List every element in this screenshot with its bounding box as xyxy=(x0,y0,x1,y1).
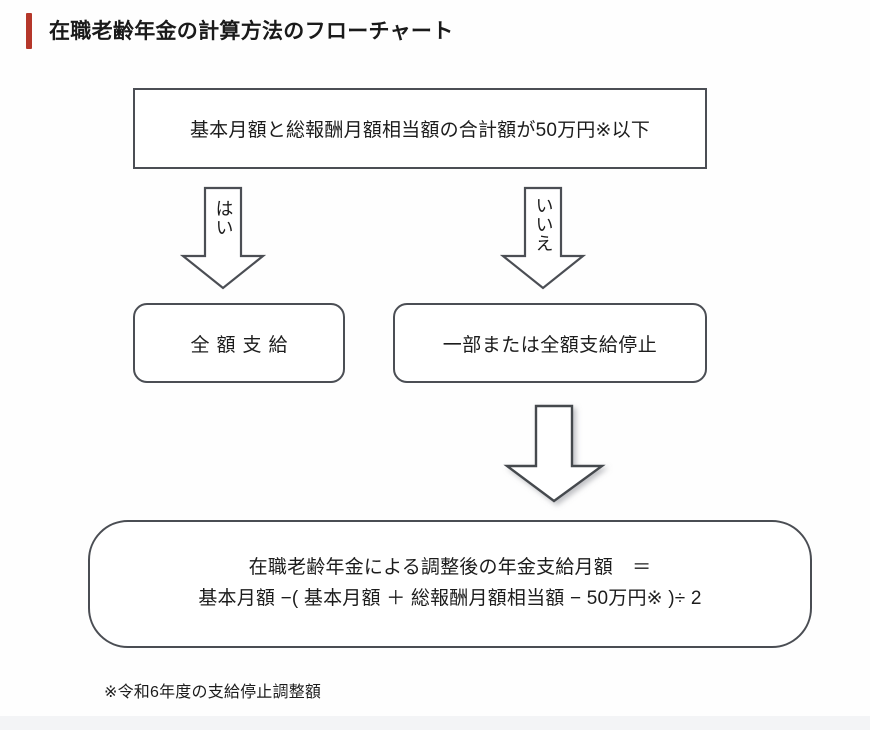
page-title-text: 在職老齢年金の計算方法のフローチャート xyxy=(49,19,454,43)
flow-node-suspended-label: 一部または全額支給停止 xyxy=(442,334,658,356)
title-accent-bar xyxy=(26,13,32,49)
bottom-band xyxy=(0,716,870,730)
flow-node-full-payment-label: 全額支給 xyxy=(190,334,295,356)
flow-node-suspended: 一部または全額支給停止 xyxy=(393,303,707,383)
flow-arrow-no-label: いいえ xyxy=(533,196,554,253)
flow-result-line-2: 基本月額 −( 基本月額 ＋ 総報酬月額相当額 − 50万円※ )÷ 2 xyxy=(198,588,702,609)
flow-node-decision-label: 基本月額と総報酬月額相当額の合計額が50万円※以下 xyxy=(189,120,651,141)
flow-arrow-no: いいえ xyxy=(499,186,587,290)
flow-arrow-yes: はい xyxy=(179,186,267,290)
flow-node-result: 在職老齢年金による調整後の年金支給月額 ＝ 基本月額 −( 基本月額 ＋ 総報酬… xyxy=(88,520,812,648)
page-title: 在職老齢年金の計算方法のフローチャート xyxy=(26,12,454,50)
flow-arrow-yes-label: はい xyxy=(213,199,234,237)
flow-result-line-1: 在職老齢年金による調整後の年金支給月額 ＝ xyxy=(248,557,652,579)
flow-arrow-to-result xyxy=(503,404,609,504)
flow-node-decision: 基本月額と総報酬月額相当額の合計額が50万円※以下 xyxy=(133,88,707,169)
flow-node-full-payment: 全額支給 xyxy=(133,303,345,383)
footnote-text: ※令和6年度の支給停止調整額 xyxy=(104,684,322,701)
